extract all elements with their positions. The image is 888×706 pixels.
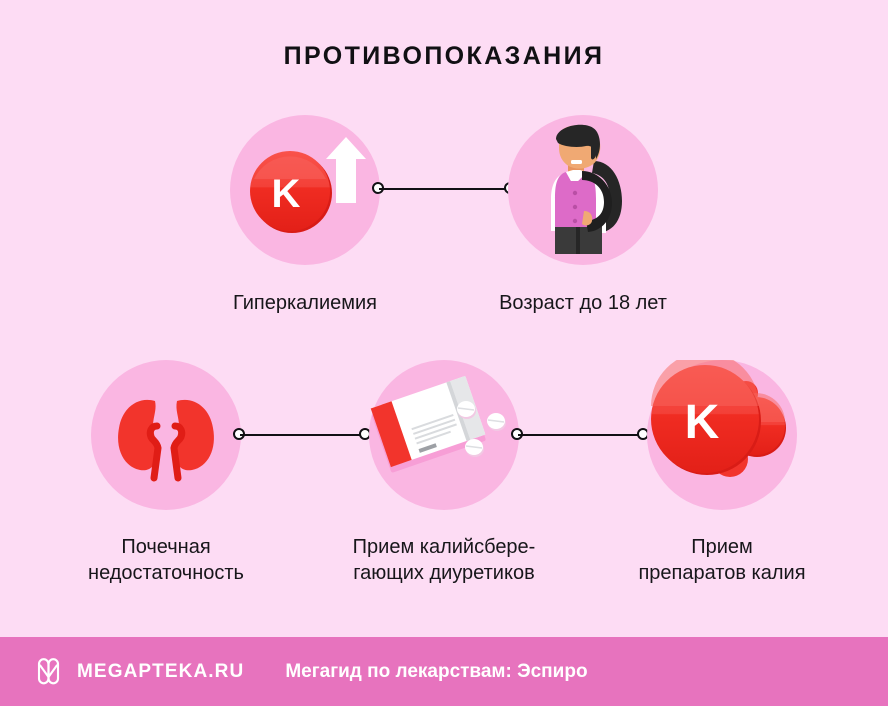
megapteka-m-logo-icon [37,658,60,685]
brand-logo-text: MEGAPTEKA.RU [77,660,245,682]
node-circle-background [91,360,241,510]
svg-text:K: K [685,396,720,449]
caption-age-under-18: Возраст до 18 лет [499,292,667,314]
caption-potassium-sparing-diuretics: Прием калийсбере- гающих диуретиков [352,536,536,584]
connector-line [518,434,642,436]
caption-renal-failure: Почечная недостаточность [88,536,244,584]
potassium-arrow-up-icon: K [230,115,380,265]
teenager-with-backpack-icon [508,115,658,265]
connector-top [372,181,516,197]
medicine-box-pills-icon [369,360,519,510]
node-potassium-supplements[interactable]: K [647,360,797,510]
kidneys-icon [91,360,241,510]
page-title: ПРОТИВОПОКАЗАНИЯ [283,42,605,70]
connector-bottom-left [233,427,371,443]
brand-logo[interactable]: MEGAPTEKA.RU [33,656,244,687]
footer-bar: MEGAPTEKA.RU Мегагид по лекарствам: Эспи… [0,637,888,706]
node-potassium-sparing-diuretics[interactable] [369,360,519,510]
potassium-molecules-icon: K [647,360,797,510]
footer-tagline: Мегагид по лекарствам: Эспиро [285,660,588,682]
connector-line [379,188,509,190]
node-age-under-18[interactable] [508,115,658,265]
caption-potassium-supplements: Прием препаратов калия [638,536,806,584]
connector-line [240,434,364,436]
node-hyperkalemia[interactable]: K [230,115,380,265]
svg-text:K: K [272,172,301,216]
node-renal-failure[interactable] [91,360,241,510]
connector-bottom-right [511,427,649,443]
caption-hyperkalemia: Гиперкалиемия [233,292,377,314]
